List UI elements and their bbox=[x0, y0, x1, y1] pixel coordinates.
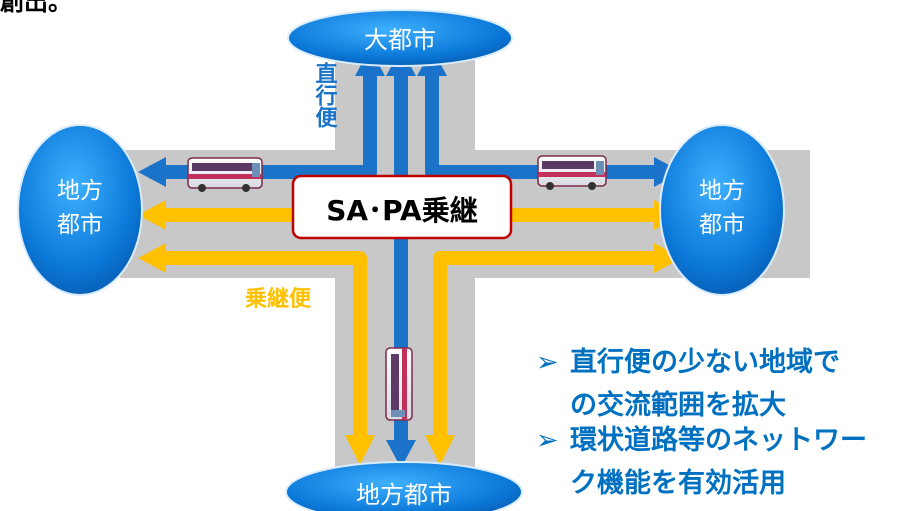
bullet-2-line2: ク機能を有効活用 bbox=[570, 467, 786, 499]
direct-arrowhead-left bbox=[138, 157, 166, 187]
direct-service-label: 直行便 bbox=[312, 61, 339, 129]
transfer-route-right-to-bottom bbox=[433, 251, 660, 440]
city-node-bottom: 地方都市 bbox=[285, 461, 523, 511]
bus-icon-left bbox=[187, 157, 263, 192]
transfer-arrowhead-right-lower bbox=[654, 243, 682, 273]
direct-arrowhead-bottom bbox=[386, 440, 416, 468]
transfer-hub: SA･PA乗継 bbox=[291, 174, 513, 240]
bullet-2-line1: 環状道路等のネットワー bbox=[570, 424, 867, 456]
hub-label: SA･PA乗継 bbox=[326, 194, 477, 227]
transfer-arrowhead-left-lower bbox=[138, 243, 166, 273]
transfer-arrowhead-left-upper bbox=[138, 200, 166, 230]
bullet-marker-2: ➢ bbox=[536, 425, 559, 456]
bullet-1-line2: の交流範囲を拡大 bbox=[570, 389, 786, 421]
bus-icon-bottom bbox=[385, 347, 413, 421]
transfer-arrowhead-bottom-right bbox=[425, 435, 455, 465]
city-label-right-line2: 都市 bbox=[699, 212, 745, 238]
bullet-1-line1: 直行便の少ない地域で bbox=[570, 346, 840, 378]
city-node-right: 地方 都市 bbox=[659, 124, 785, 296]
transfer-service-label: 乗継便 bbox=[245, 286, 312, 312]
bullet-list: ➢ 直行便の少ない地域で の交流範囲を拡大 ➢ 環状道路等のネットワー ク機能を… bbox=[536, 346, 867, 499]
city-label-left-line1: 地方 bbox=[57, 178, 103, 204]
city-label-top: 大都市 bbox=[364, 26, 436, 54]
bus-icon-right bbox=[537, 155, 607, 190]
city-label-bottom: 地方都市 bbox=[356, 481, 452, 509]
header-fragment: 創出。 bbox=[0, 0, 72, 16]
city-label-left-line2: 都市 bbox=[57, 212, 103, 238]
city-node-left: 地方 都市 bbox=[17, 124, 143, 296]
city-label-right-line1: 地方 bbox=[699, 178, 745, 204]
bullet-marker-1: ➢ bbox=[536, 347, 559, 378]
transfer-arrowhead-bottom-left bbox=[345, 435, 375, 465]
city-node-top: 大都市 bbox=[287, 9, 513, 67]
transfer-route-left-to-bottom bbox=[160, 251, 367, 440]
